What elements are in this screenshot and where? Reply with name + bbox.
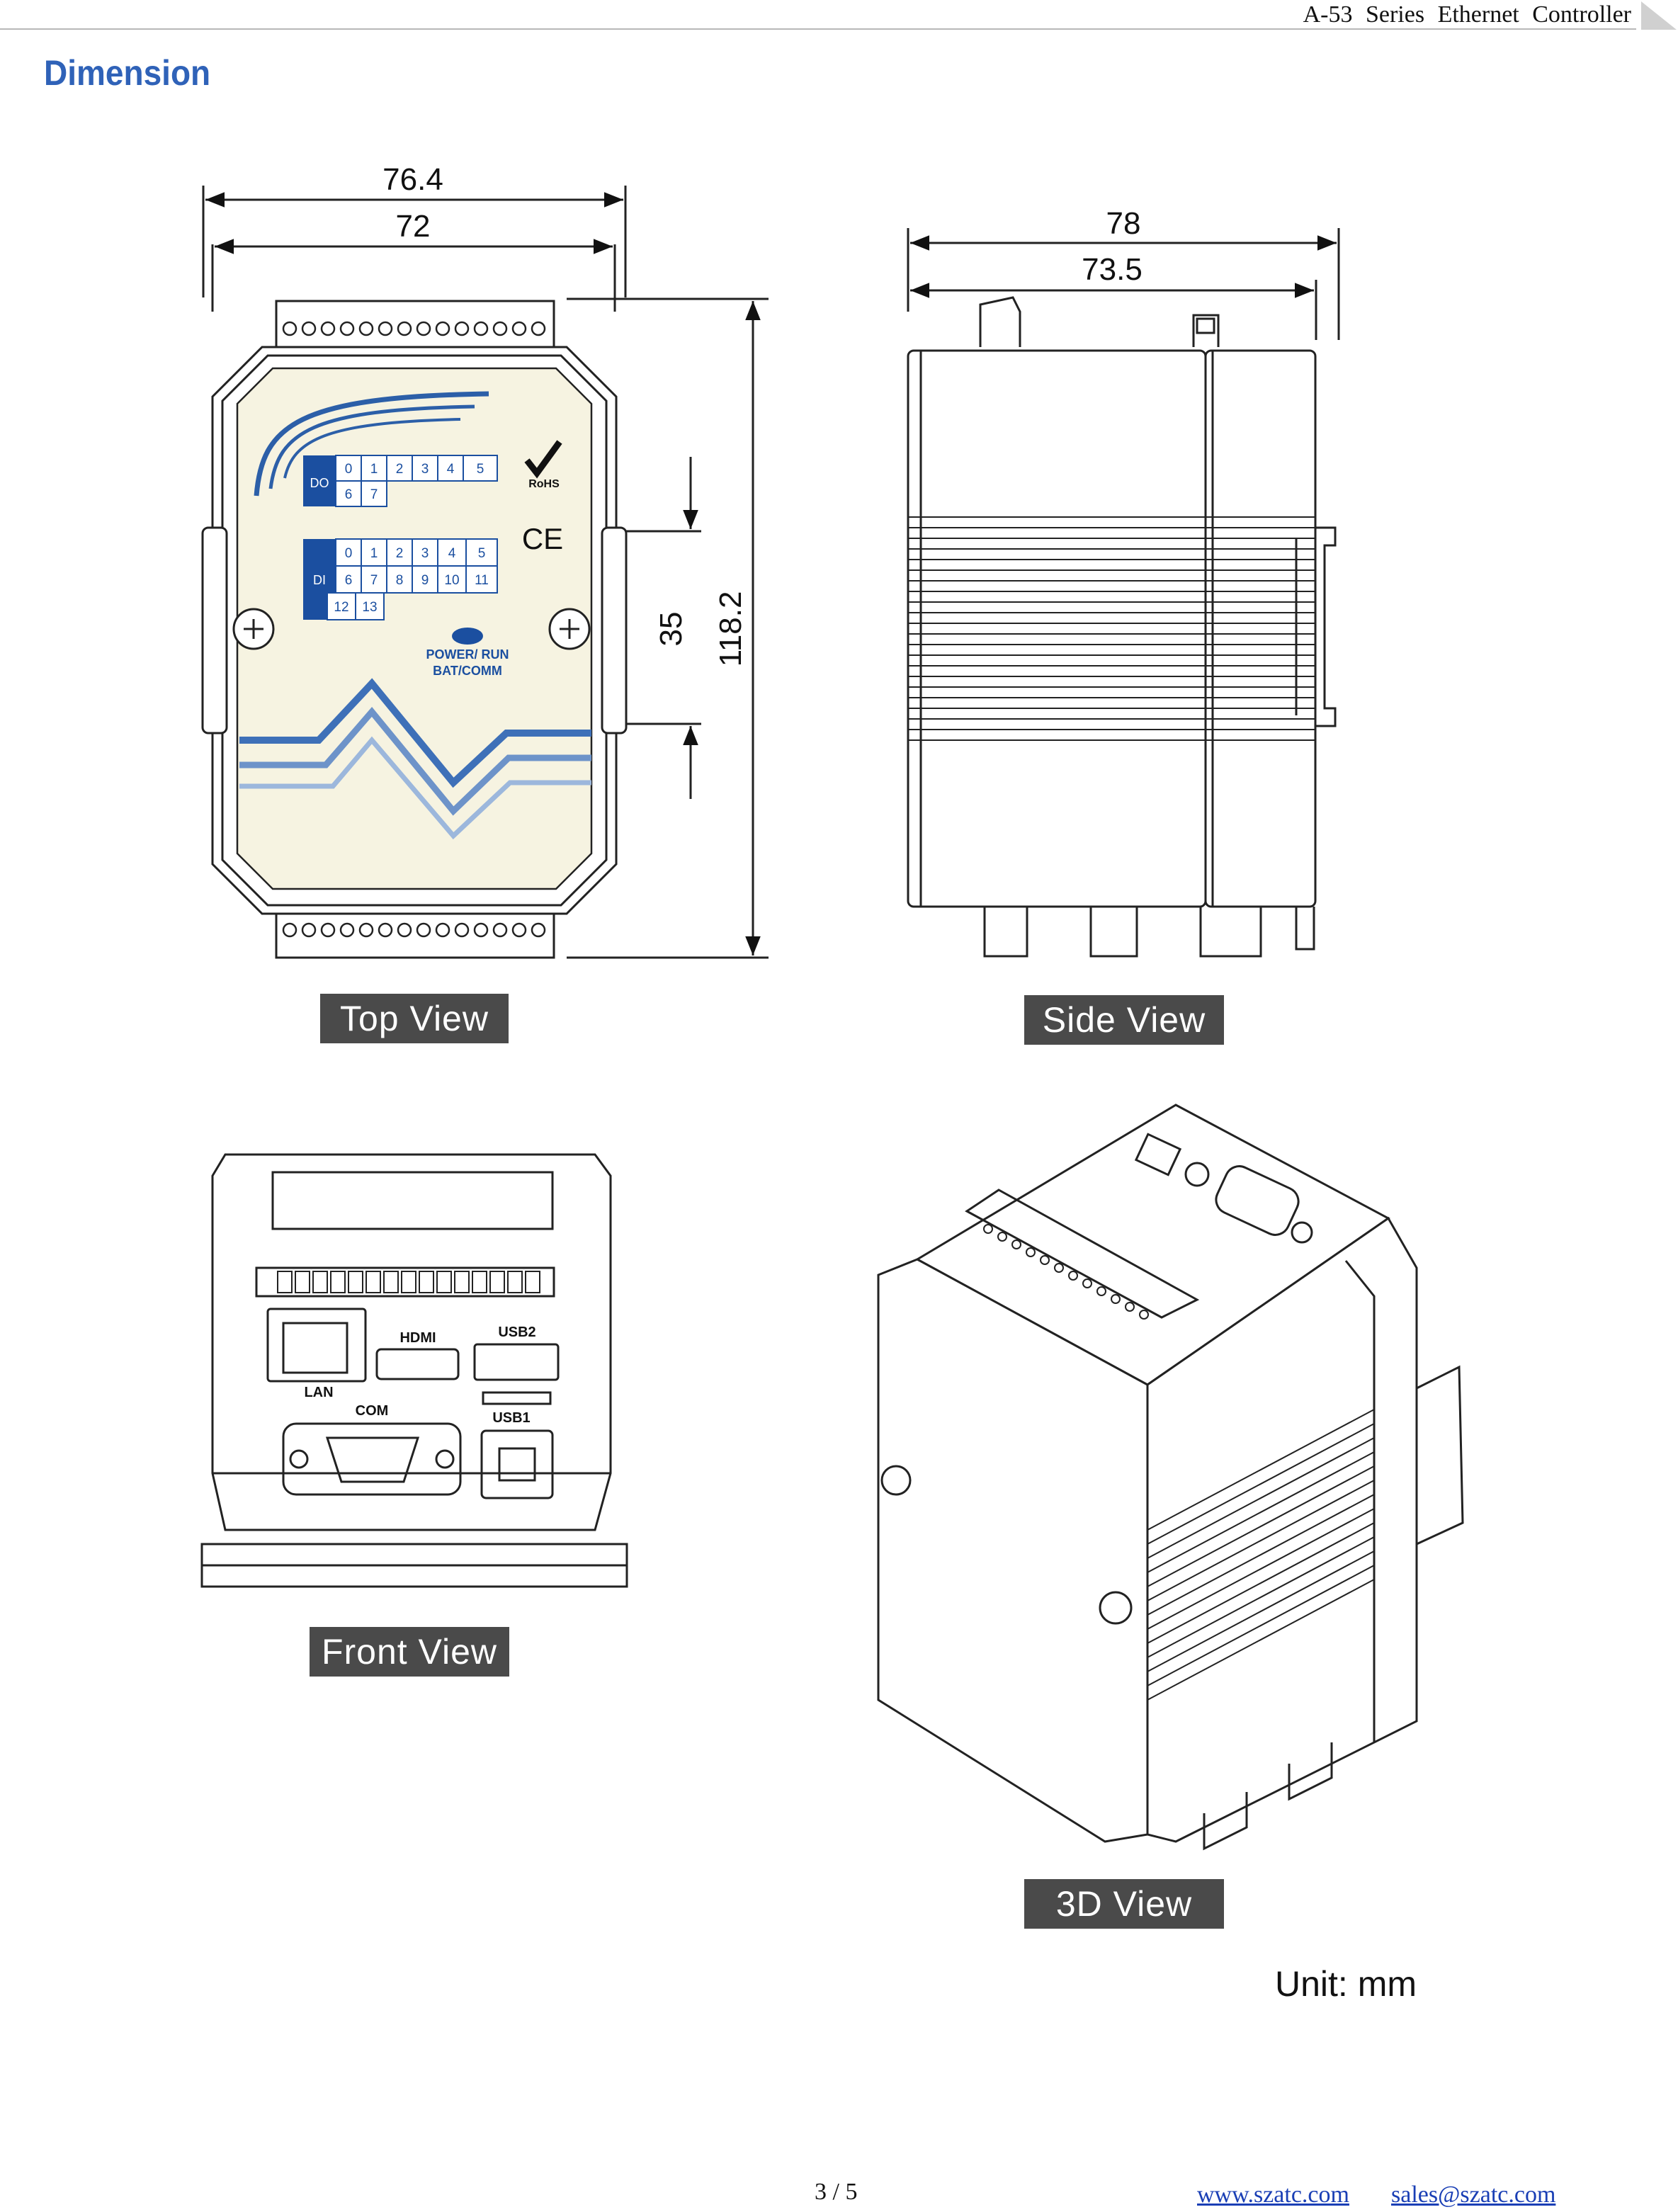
di-cell: 7 — [370, 573, 378, 588]
footer-email-link[interactable]: sales@szatc.com — [1391, 2182, 1556, 2208]
footer-website-link[interactable]: www.szatc.com — [1197, 2182, 1349, 2208]
di-cell: 5 — [478, 546, 486, 561]
front-view-label: Front View — [310, 1627, 509, 1677]
top-view-zigzag-graphic — [239, 678, 591, 840]
3d-view-drawing — [877, 1104, 1464, 1851]
section-title: Dimension — [44, 53, 211, 93]
rohs-mark: RoHS — [524, 440, 562, 490]
di-cell: 2 — [396, 546, 404, 561]
port-label-usb2: USB2 — [498, 1325, 535, 1340]
port-label-usb1: USB1 — [492, 1410, 530, 1426]
di-cell: 6 — [345, 573, 353, 588]
top-view-swoosh-logo — [254, 391, 489, 497]
do-cell: 2 — [396, 462, 404, 477]
dim-height: 118.2 — [713, 591, 748, 667]
di-cell: 1 — [370, 546, 378, 561]
di-cell: 0 — [345, 546, 353, 561]
port-label-com: COM — [356, 1403, 389, 1419]
di-cell: 9 — [421, 573, 429, 588]
dim-side-outer-width: 78 — [1106, 206, 1141, 241]
dimension-drawings: DO 0 1 2 3 4 5 6 7 DI 0 1 2 3 4 — [200, 162, 1464, 1851]
led-label-line1: POWER/ RUN — [426, 647, 509, 662]
do-cell: 0 — [345, 462, 353, 477]
di-indicator-table: DI 0 1 2 3 4 5 6 7 8 9 10 11 12 13 — [303, 538, 498, 620]
dim-mount-spacing: 35 — [654, 612, 688, 647]
di-cell: 4 — [448, 546, 456, 561]
led-label-line2: BAT/COMM — [433, 664, 502, 678]
front-view-drawing — [200, 1153, 628, 1588]
di-cell: 3 — [421, 546, 429, 561]
do-cell: 6 — [345, 487, 353, 502]
do-cell: 7 — [370, 487, 378, 502]
header-rule — [0, 28, 1636, 30]
top-view-label: Top View — [320, 994, 509, 1043]
di-cell: 8 — [396, 573, 404, 588]
top-view-height-dimensions — [567, 297, 769, 959]
do-label: DO — [310, 476, 329, 490]
di-cell: 11 — [475, 573, 489, 588]
dim-outer-width: 76.4 — [382, 162, 443, 197]
di-cell: 13 — [362, 600, 377, 615]
port-label-hdmi: HDMI — [399, 1330, 436, 1346]
document-header-title: A-53 Series Ethernet Controller — [1303, 1, 1631, 28]
side-view-drawing — [907, 228, 1340, 958]
do-cell: 4 — [447, 462, 455, 477]
di-label: DI — [313, 573, 326, 587]
dim-side-inner-width: 73.5 — [1082, 252, 1143, 287]
do-cell: 1 — [370, 462, 378, 477]
page-number: 3 / 5 — [815, 2179, 858, 2205]
do-cell: 5 — [477, 462, 484, 477]
do-cell: 3 — [421, 462, 429, 477]
side-view-label: Side View — [1024, 995, 1224, 1045]
di-cell: 10 — [444, 573, 459, 588]
do-indicator-table: DO 0 1 2 3 4 5 6 7 — [303, 455, 498, 507]
page-corner-fold-icon — [1641, 1, 1677, 30]
dim-inner-width: 72 — [396, 209, 431, 244]
rohs-text: RoHS — [528, 478, 560, 490]
unit-note: Unit: mm — [1275, 1964, 1417, 2004]
port-label-lan: LAN — [304, 1385, 333, 1400]
side-view-width-dimensions — [907, 228, 1340, 340]
ce-mark: CE — [522, 522, 563, 555]
top-view-width-dimensions — [202, 186, 627, 312]
3d-view-label: 3D View — [1024, 1879, 1224, 1929]
status-led-indicator: POWER/ RUN BAT/COMM — [426, 628, 509, 678]
di-cell: 12 — [334, 600, 348, 615]
